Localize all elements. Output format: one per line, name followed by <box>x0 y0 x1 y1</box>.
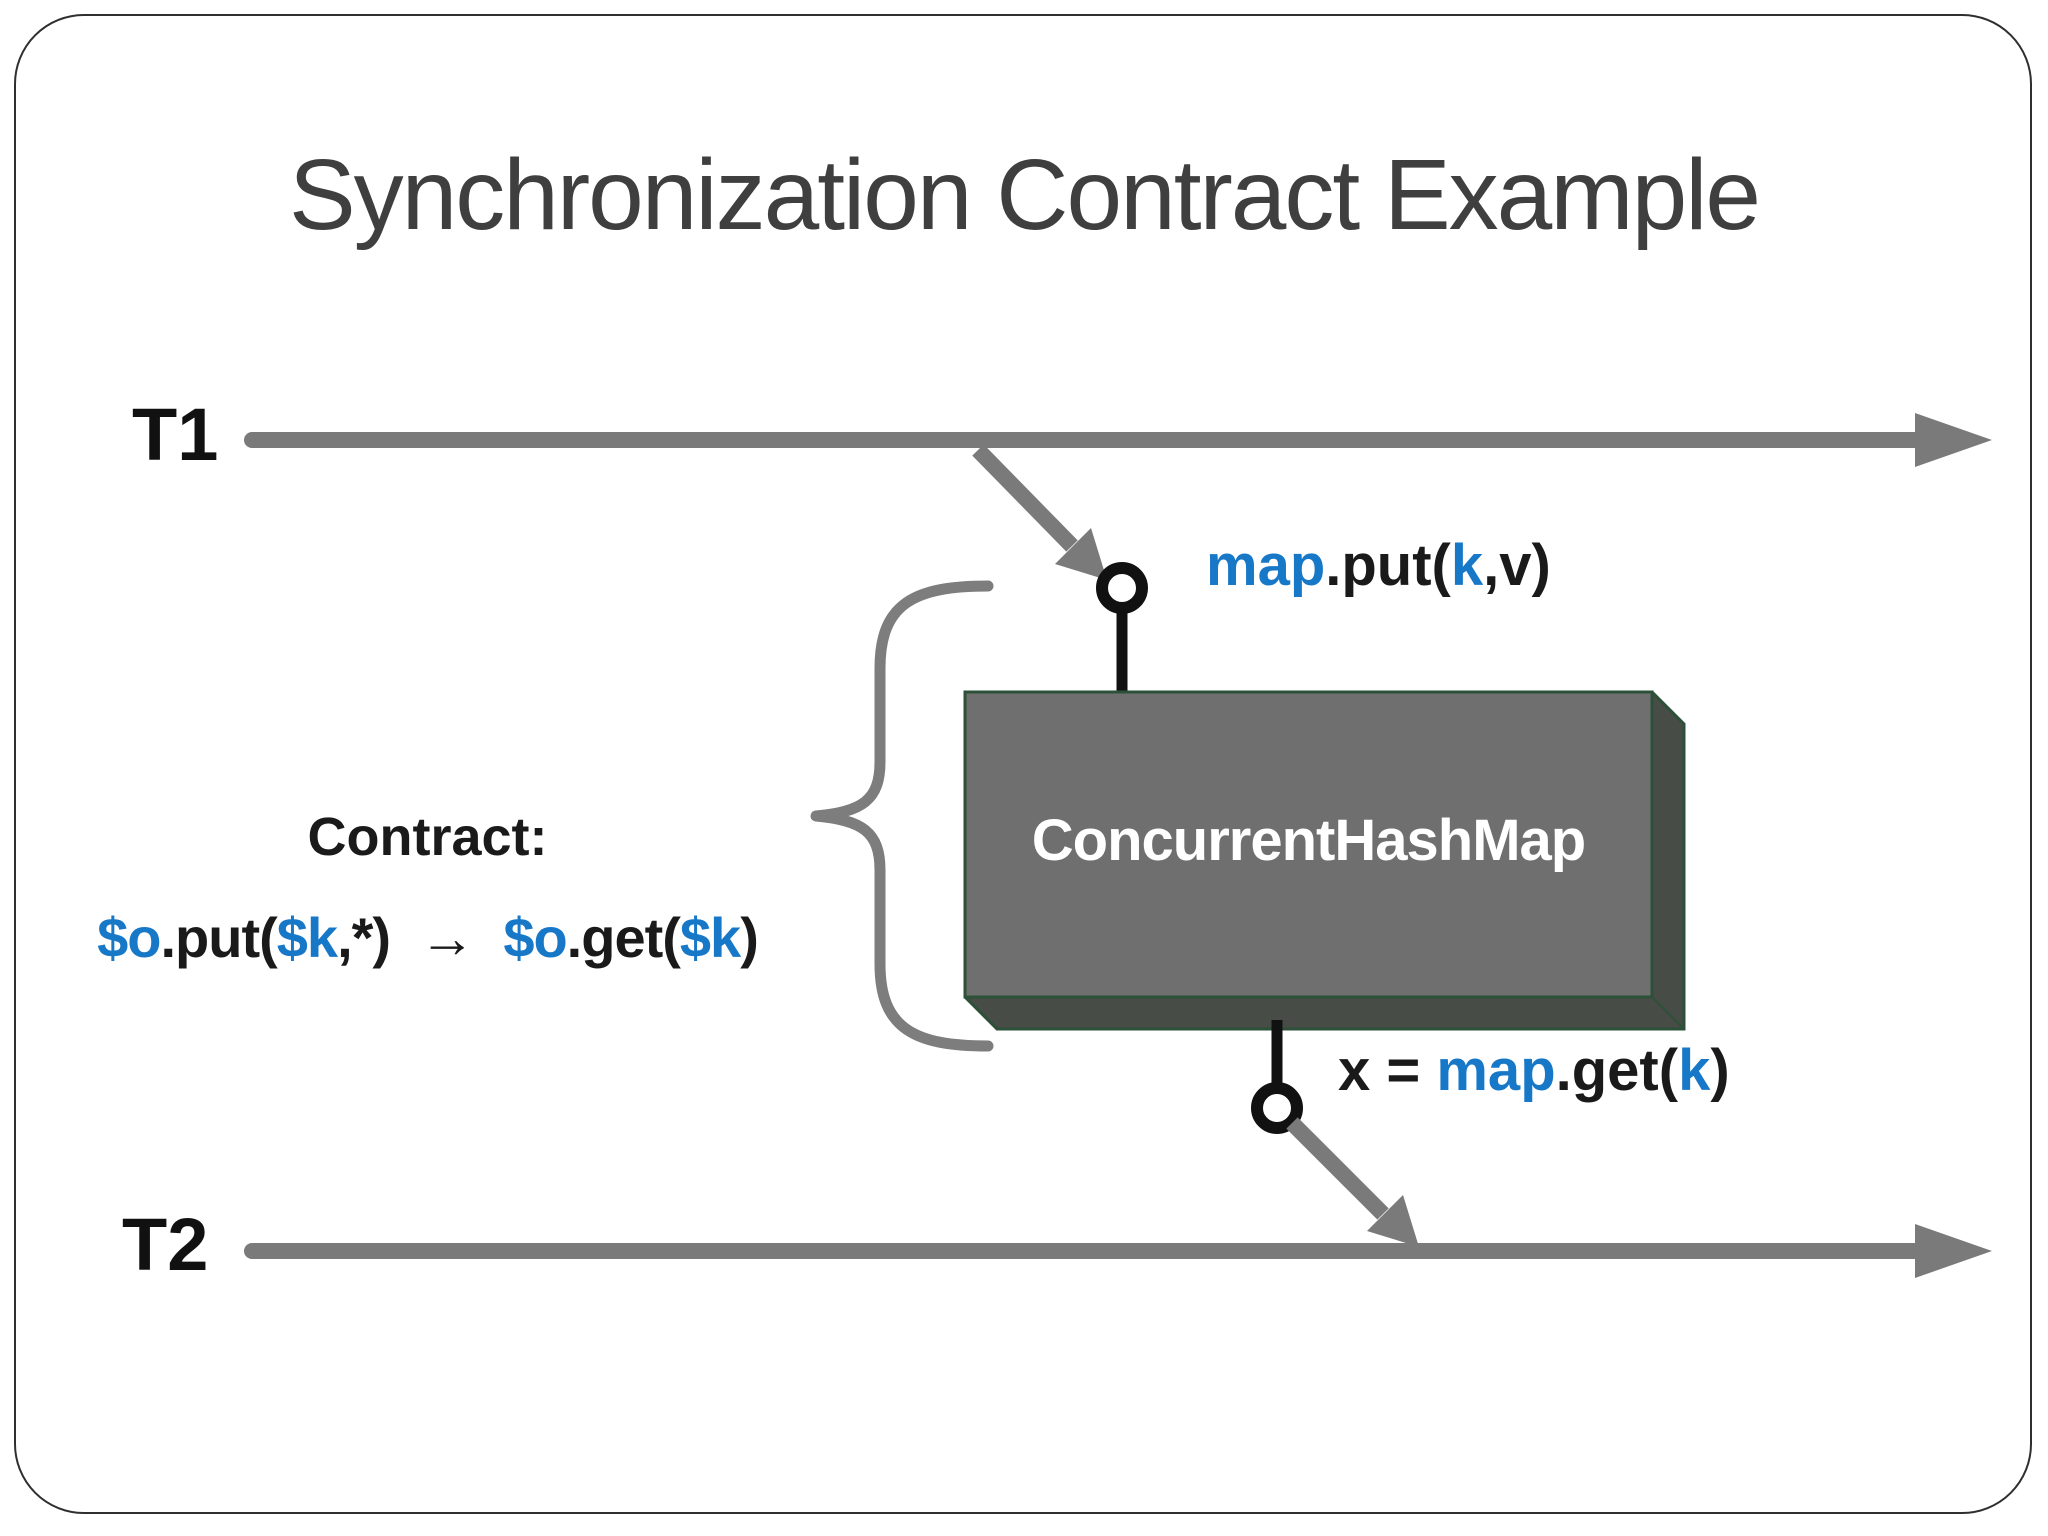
code-segment: $o <box>97 906 161 969</box>
thread-t1-label: T1 <box>132 393 219 476</box>
code-segment: ) <box>740 906 759 969</box>
contract-heading: Contract: <box>307 807 548 867</box>
contract-rule: $o.put($k,*) → $o.get($k) <box>55 910 800 966</box>
t2-arrowhead-icon <box>1915 1224 1992 1278</box>
code-segment: .get( <box>1555 1038 1679 1103</box>
t1-arrowhead-icon <box>1915 413 1992 467</box>
put-branch-arrowhead-icon <box>1055 528 1107 580</box>
contract-brace-icon <box>810 580 994 1052</box>
code-segment: x = <box>1338 1038 1437 1103</box>
get-branch-arrowhead-icon <box>1367 1195 1419 1247</box>
code-segment: ,*) → <box>337 906 504 969</box>
slide-title: Synchronization Contract Example <box>288 139 1761 251</box>
get-event-circle <box>1251 1082 1303 1134</box>
contract-annotation: Contract: $o.put($k,*) → $o.get($k) <box>55 778 800 998</box>
code-segment: k <box>1450 533 1484 598</box>
code-segment: .get( <box>566 906 681 969</box>
code-segment: .put( <box>1325 533 1451 598</box>
code-segment: map <box>1436 1038 1556 1103</box>
put-branch-arrow-line <box>972 444 1078 552</box>
put-call-label: map.put(k,v) <box>1206 537 1551 595</box>
code-segment: $k <box>276 906 338 969</box>
code-segment: ) <box>1710 1038 1730 1103</box>
get-call-label: x = map.get(k) <box>1338 1042 1730 1100</box>
code-segment: $o <box>503 906 567 969</box>
get-branch-arrow-line <box>1286 1117 1389 1220</box>
code-segment: k <box>1678 1038 1711 1103</box>
code-segment: map <box>1206 533 1326 598</box>
box-3d-corner-edge <box>1651 996 1685 1030</box>
code-segment: $k <box>679 906 741 969</box>
code-segment: .put( <box>160 906 278 969</box>
thread-t2-label: T2 <box>122 1203 209 1286</box>
code-segment: ,v) <box>1483 533 1551 598</box>
box-front-face <box>963 690 1654 999</box>
concurrenthashmap-box-label: ConcurrentHashMap <box>1031 808 1586 873</box>
put-event-circle <box>1096 562 1148 614</box>
slide-border <box>14 14 2032 1514</box>
